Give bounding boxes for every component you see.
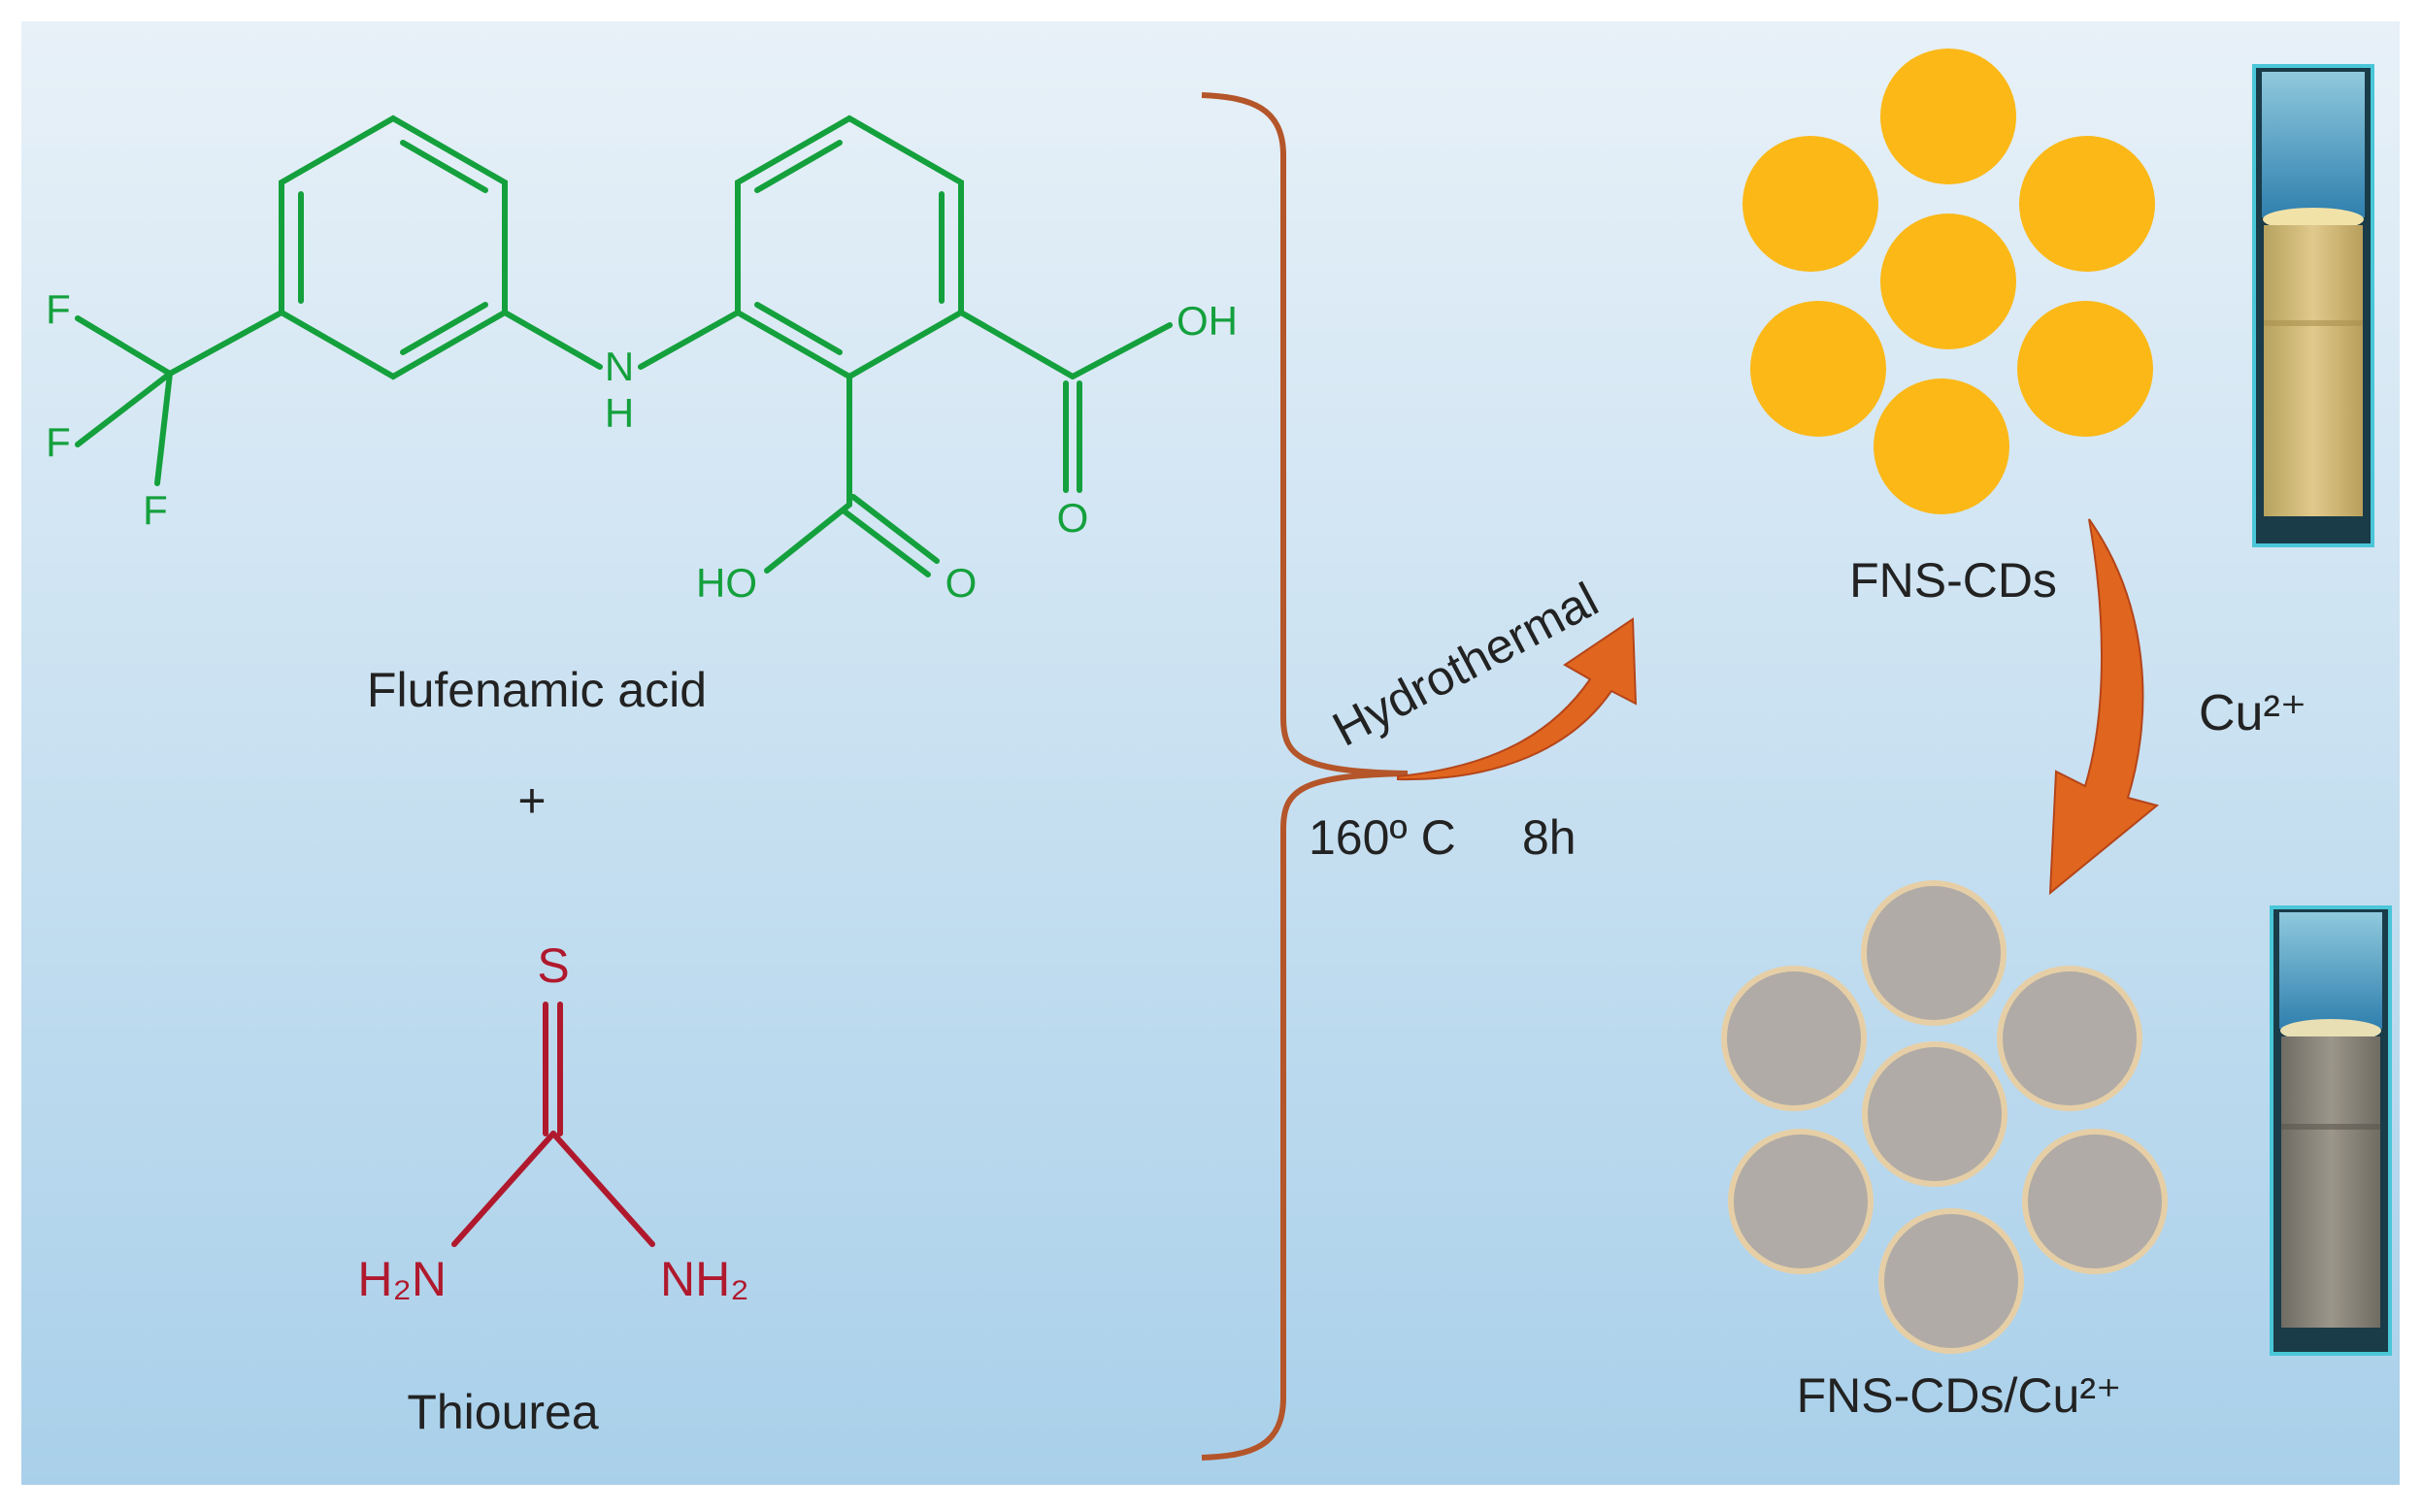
dot-top — [1861, 880, 2007, 1026]
reaction-bracket — [1201, 92, 1409, 1461]
fns-cds-label: FNS-CDs — [1849, 553, 2057, 608]
atom-s: S — [537, 938, 569, 993]
atom-nh2: NH₂ — [660, 1252, 749, 1306]
atom-f-middle: F — [46, 419, 71, 465]
dot-center — [1880, 214, 2016, 349]
dot-upper-left — [1742, 136, 1878, 272]
dot-lower-right — [2017, 301, 2153, 437]
dot-center — [1862, 1041, 2007, 1187]
fns-cds-cu-cluster — [1721, 880, 2168, 1354]
thiourea-structure — [451, 1002, 655, 1247]
cu-reagent-label: Cu²⁺ — [2199, 685, 2306, 741]
fns-cds-cluster — [1742, 49, 2155, 514]
atom-o-bottom: O — [946, 560, 978, 606]
atom-h2n: H₂N — [357, 1252, 447, 1306]
thiourea-label: Thiourea — [407, 1385, 599, 1439]
dot-top — [1880, 49, 2016, 184]
atom-f-top: F — [46, 286, 71, 332]
atom-o-top: O — [1057, 495, 1089, 541]
dot-lower-left — [1750, 301, 1886, 437]
plus-sign: + — [517, 773, 546, 828]
flufenamic-acid-label: Flufenamic acid — [367, 663, 707, 717]
reaction-arrow — [1397, 617, 1638, 781]
dot-bottom — [1878, 1208, 2024, 1354]
fns-cds-cu-label: FNS-CDs/Cu²⁺ — [1797, 1368, 2122, 1423]
atom-oh-top: OH — [1177, 298, 1238, 344]
dot-upper-right — [1997, 966, 2142, 1111]
atom-h: H — [605, 390, 634, 436]
flufenamic-acid-structure — [75, 115, 1173, 577]
cuvette-after — [2270, 905, 2392, 1356]
quench-arrow — [2048, 518, 2160, 896]
atom-ho-bottom: HO — [696, 560, 757, 606]
dot-lower-left — [1728, 1129, 1874, 1274]
dot-bottom — [1874, 378, 2009, 514]
dot-lower-right — [2022, 1129, 2168, 1274]
atom-n: N — [605, 344, 634, 389]
dot-upper-left — [1721, 966, 1867, 1111]
cuvette-before — [2252, 64, 2374, 547]
time-label: 8h — [1522, 810, 1576, 865]
dot-upper-right — [2019, 136, 2155, 272]
atom-f-bottom: F — [143, 487, 168, 533]
temperature-label: 160º C — [1309, 810, 1456, 865]
